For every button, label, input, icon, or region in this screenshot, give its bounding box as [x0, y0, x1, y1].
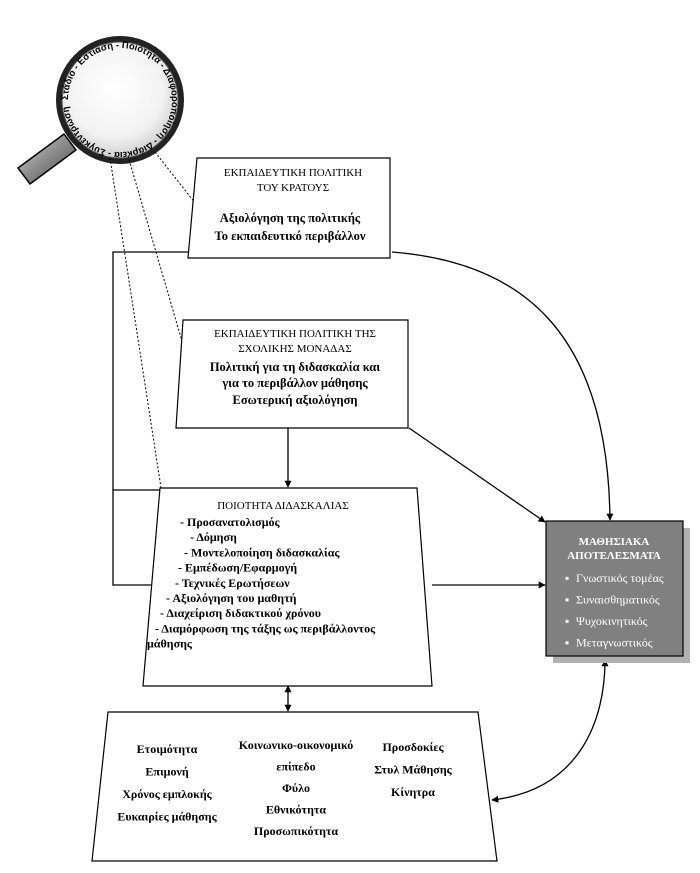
- state-policy-box: ΕΚΠΑΙΔΕΥΤΙΚΗ ΠΟΛΙΤΙΚΗ ΤΟΥ ΚΡΑΤΟΥΣ Αξιολό…: [187, 157, 391, 259]
- magnifier-dotted-lines: [109, 151, 211, 521]
- teaching-quality-title: ΠΟΙΟΤΗΤΑ ΔΙΔΑΣΚΑΛΙΑΣ: [217, 500, 349, 512]
- student-factor-item: Ετοιμότητα: [137, 742, 198, 756]
- teaching-quality-item: - Δόμηση: [190, 530, 237, 544]
- student-factors-column-2: Κοινωνικο-οικονομικό επίπεδοΦύλοΕθνικότητ…: [239, 738, 354, 838]
- magnifier-lens: [61, 41, 179, 159]
- teaching-quality-item: - Μοντελοποίηση διδασκαλίας: [184, 545, 340, 559]
- school-policy-title-2: ΣΧΟΛΙΚΗΣ ΜΟΝΑΔΑΣ: [238, 343, 351, 355]
- state-policy-title-2: ΤΟΥ ΚΡΑΤΟΥΣ: [257, 182, 329, 194]
- student-factor-item: Φύλο: [282, 781, 310, 795]
- school-policy-title-1: ΕΚΠΑΙΔΕΥΤΙΚΗ ΠΟΛΙΤΙΚΗ ΤΗΣ: [214, 328, 376, 340]
- state-policy-line-1: Αξιολόγηση της πολιτικής: [220, 211, 361, 225]
- school-policy-line-2: για το περιβάλλον μάθησης: [221, 376, 368, 390]
- student-factor-item: Προσδοκίες: [382, 740, 444, 754]
- magnifying-glass-icon: Στάδιο - Εστίαση - Ποιότητα - Διαφοροποί…: [16, 36, 184, 186]
- teaching-quality-item: μάθησης: [147, 637, 193, 651]
- learning-outcomes-title-1: ΜΑΘΗΣΙΑΚΑ: [579, 536, 650, 548]
- student-factor-item: Χρόνος εμπλοκής: [122, 787, 212, 801]
- learning-outcomes-list: ▪ Γνωστικός τομέας ▪ Συναισθηματικός ▪ Ψυχοκι…: [565, 571, 664, 650]
- bullet-icon: ▪: [565, 571, 569, 585]
- learning-outcomes-title-2: ΑΠΟΤΕΛΕΣΜΑΤΑ: [567, 550, 661, 562]
- bullet-icon: ▪: [565, 614, 569, 628]
- bullet-icon: ▪: [565, 636, 569, 650]
- teaching-quality-item: - Προσανατολισμός: [180, 515, 281, 529]
- learning-outcome-item: Μεταγνωστικός: [576, 636, 653, 650]
- student-factor-item: Ευκαιρίες μάθησης: [117, 810, 217, 824]
- teaching-quality-item: - Τεχνικές Ερωτήσεων: [175, 576, 290, 590]
- student-factor-item: Επιμονή: [145, 765, 188, 779]
- magnifier-handle: [16, 132, 78, 186]
- student-factor-item: Προσωπικότητα: [254, 824, 339, 838]
- connector-lines: [112, 251, 614, 803]
- student-factor-item: επίπεδο: [276, 760, 315, 774]
- bullet-icon: ▪: [565, 593, 569, 607]
- student-factor-item: Στυλ Μάθησης: [374, 763, 452, 777]
- teaching-quality-box: ΠΟΙΟΤΗΤΑ ΔΙΔΑΣΚΑΛΙΑΣ - Προσανατολισμός- …: [142, 487, 433, 687]
- teaching-quality-item: - Διαμόρφωση της τάξης ως περιβάλλοντος: [155, 621, 376, 635]
- student-factor-item: Κοινωνικο-οικονομικό: [239, 738, 354, 752]
- student-factor-item: Κίνητρα: [391, 785, 435, 799]
- state-policy-line-2: Το εκπαιδευτικό περιβάλλον: [215, 229, 366, 243]
- school-policy-line-3: Εσωτερική αξιολόγηση: [232, 393, 357, 407]
- school-policy-line-1: Πολιτική για τη διδασκαλία και: [210, 360, 380, 374]
- teaching-quality-list: - Προσανατολισμός- Δόμηση- Μοντελοποίηση…: [147, 515, 376, 651]
- learning-outcomes-box: ΜΑΘΗΣΙΑΚΑ ΑΠΟΤΕΛΕΣΜΑΤΑ ▪ Γνωστικός τομέας…: [545, 520, 690, 663]
- state-policy-title-1: ΕΚΠΑΙΔΕΥΤΙΚΗ ΠΟΛΙΤΙΚΗ: [224, 167, 362, 179]
- student-factor-item: Εθνικότητα: [266, 803, 327, 817]
- learning-outcome-item: Συναισθηματικός: [576, 593, 660, 607]
- learning-outcome-item: Ψυχοκινητικός: [576, 614, 648, 628]
- teaching-quality-item: - Διαχείριση διδακτικού χρόνου: [160, 606, 321, 620]
- school-policy-box: ΕΚΠΑΙΔΕΥΤΙΚΗ ΠΟΛΙΤΙΚΗ ΤΗΣ ΣΧΟΛΙΚΗΣ ΜΟΝΑΔ…: [175, 319, 409, 429]
- teaching-quality-item: - Εμπέδωση/Εφαρμογή: [178, 561, 297, 575]
- teaching-quality-item: - Αξιολόγηση του μαθητή: [166, 591, 297, 605]
- learning-outcome-item: Γνωστικός τομέας: [576, 571, 664, 585]
